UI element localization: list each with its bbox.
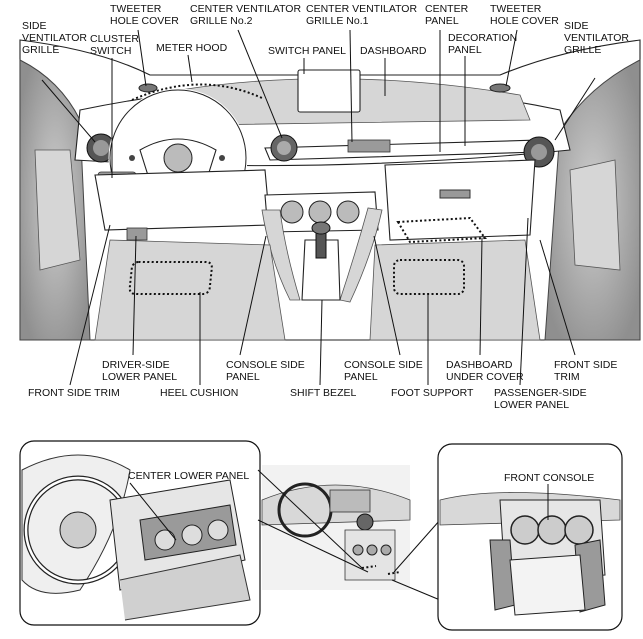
label-dashboard: DASHBOARD bbox=[360, 45, 427, 57]
label-meter-hood: METER HOOD bbox=[156, 42, 228, 54]
label-passenger-side-lower-panel: PASSENGER-SIDE LOWER PANEL bbox=[494, 387, 590, 411]
label-side-ventilator-grille-left: SIDE VENTILATOR GRILLE bbox=[22, 20, 90, 56]
label-front-console: FRONT CONSOLE bbox=[504, 472, 594, 484]
label-front-side-trim-right: FRONT SIDE TRIM bbox=[554, 359, 620, 383]
label-center-lower-panel: CENTER LOWER PANEL bbox=[128, 470, 249, 482]
label-side-ventilator-grille-right: SIDE VENTILATOR GRILLE bbox=[564, 20, 632, 56]
label-tweeter-hole-cover-right: TWEETER HOLE COVER bbox=[490, 3, 559, 27]
label-center-panel: CENTER PANEL bbox=[425, 3, 471, 27]
label-center-ventilator-grille-no1: CENTER VENTILATOR GRILLE No.1 bbox=[306, 3, 420, 27]
callout-lines bbox=[41, 29, 596, 386]
label-console-side-panel-right: CONSOLE SIDE PANEL bbox=[344, 359, 426, 383]
label-front-side-trim-left: FRONT SIDE TRIM bbox=[28, 387, 120, 399]
label-dashboard-under-cover: DASHBOARD UNDER COVER bbox=[446, 359, 524, 383]
label-switch-panel: SWITCH PANEL bbox=[268, 45, 346, 57]
label-shift-bezel: SHIFT BEZEL bbox=[290, 387, 356, 399]
label-cluster-switch: CLUSTER SWITCH bbox=[90, 33, 142, 57]
front-console-inset: FRONT CONSOLE bbox=[437, 443, 623, 631]
overview-inset bbox=[257, 465, 441, 601]
label-decoration-panel: DECORATION PANEL bbox=[448, 32, 520, 56]
label-center-ventilator-grille-no2: CENTER VENTILATOR GRILLE No.2 bbox=[190, 3, 304, 27]
label-foot-support: FOOT SUPPORT bbox=[391, 387, 474, 399]
label-driver-side-lower-panel: DRIVER-SIDE LOWER PANEL bbox=[102, 359, 177, 383]
label-tweeter-hole-cover-left: TWEETER HOLE COVER bbox=[110, 3, 179, 27]
label-heel-cushion: HEEL CUSHION bbox=[160, 387, 238, 399]
label-console-side-panel-left: CONSOLE SIDE PANEL bbox=[226, 359, 308, 383]
main-dashboard-illustration bbox=[19, 39, 641, 341]
center-lower-panel-inset: CENTER LOWER PANEL bbox=[19, 440, 261, 626]
